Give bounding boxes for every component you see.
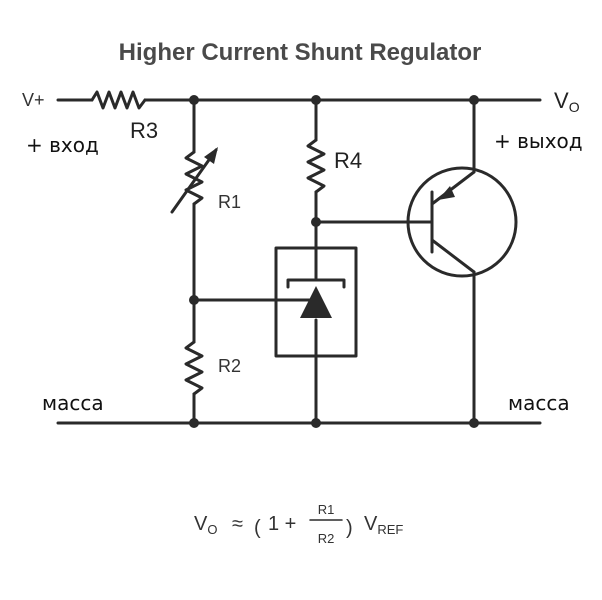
emitter-arrow bbox=[438, 186, 455, 200]
annotation-ground-left: масса bbox=[42, 391, 104, 415]
top-rail bbox=[56, 90, 542, 110]
resistor-r4 bbox=[306, 138, 326, 194]
formula-lhs: VO bbox=[194, 513, 217, 537]
junction-nodes bbox=[189, 95, 479, 428]
formula-paren-close: ) bbox=[346, 517, 353, 539]
formula-one-plus: 1 + bbox=[268, 513, 296, 535]
diagram-title: Higher Current Shunt Regulator bbox=[119, 39, 482, 66]
cathode-bar bbox=[286, 278, 346, 289]
pnp-transistor bbox=[406, 98, 518, 425]
formula-vref: VREF bbox=[364, 513, 403, 537]
left-branch bbox=[170, 98, 218, 425]
middle-branch bbox=[192, 98, 434, 425]
label-r3: R3 bbox=[130, 118, 158, 143]
diode-triangle bbox=[300, 286, 332, 318]
formula-approx: ≈ bbox=[232, 513, 243, 535]
label-r1: R1 bbox=[218, 192, 241, 212]
annotation-input: + вход bbox=[26, 133, 99, 157]
terminal-vin-label: V+ bbox=[22, 90, 45, 110]
label-r4: R4 bbox=[334, 148, 362, 173]
formula-paren-open: ( bbox=[254, 517, 261, 539]
annotation-ground-right: масса bbox=[508, 391, 570, 415]
resistor-r1 bbox=[184, 150, 204, 206]
resistor-r2 bbox=[184, 340, 204, 396]
formula-denominator: R2 bbox=[318, 531, 335, 546]
reference-ic bbox=[274, 246, 358, 358]
potentiometer-arrow bbox=[170, 147, 218, 214]
resistor-r3 bbox=[90, 90, 147, 110]
terminal-vo-label: VO bbox=[554, 88, 580, 115]
annotation-output: + выход bbox=[494, 129, 583, 153]
label-r2: R2 bbox=[218, 356, 241, 376]
formula-numerator: R1 bbox=[318, 502, 335, 517]
formula: VO ≈ ( 1 + R1 R2 ) VREF bbox=[194, 502, 403, 546]
